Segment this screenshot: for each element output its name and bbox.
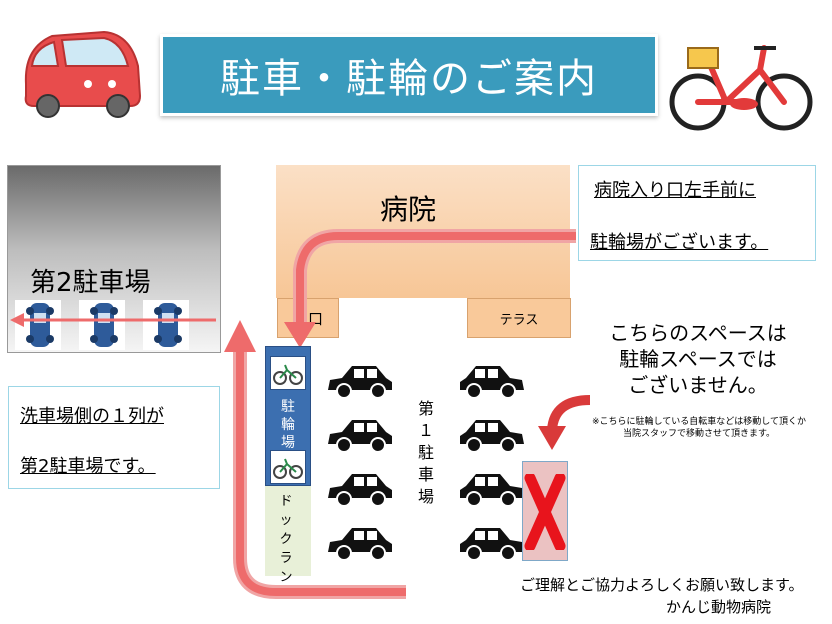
dog-run-label: ドックラン (279, 494, 293, 585)
parking-lot-2-label: 第2駐車場 (30, 268, 151, 298)
note-line: 駐輪場がございます。 (590, 232, 769, 253)
car-side-icon (328, 528, 392, 561)
hospital-label: 病院 (380, 193, 437, 226)
parking-lot-1-label: 第１駐車場 (417, 399, 434, 506)
bicycle-small-icon (270, 450, 306, 484)
dog-run-area (265, 486, 311, 576)
warning-line: 駐輪スペースでは (619, 347, 777, 371)
arrow-curved-icon (284, 229, 576, 348)
clinic-name: かんじ動物病院 (666, 598, 772, 616)
car-side-icon (328, 420, 392, 453)
warning-line: ございません。 (628, 373, 768, 397)
bike-parking-label: 駐輪場 (281, 399, 295, 451)
cross-icon (524, 474, 566, 550)
arrow-up-icon (224, 320, 406, 599)
lot2-note (8, 386, 220, 489)
note-line: 病院入り口左手前に (594, 180, 756, 201)
car-topview-icon (26, 303, 54, 347)
warning-line: こちらのスペースは (609, 321, 787, 345)
bicycle-icon (669, 45, 813, 131)
car-side-icon (460, 420, 524, 453)
car-side-icon (328, 474, 392, 507)
bike-parking-note (578, 165, 816, 261)
car-topview-icon (90, 303, 118, 347)
car-topview-icon (154, 303, 182, 347)
car-icon (24, 30, 142, 118)
note-line: 洗車場側の１列が (20, 406, 164, 427)
warning-note-line: 当院スタッフで移動させて頂きます。 (622, 429, 776, 439)
page-title: 駐車・駐輪のご案内 (160, 34, 658, 116)
car-side-icon (460, 474, 524, 507)
bicycle-small-icon (270, 356, 306, 390)
car-side-icon (460, 366, 524, 399)
car-side-icon (460, 528, 524, 561)
note-line: 第2駐車場です。 (20, 456, 156, 477)
warning-note: ※こちらに駐輪している自転車などは移動して頂くか 当院スタッフで移動させて頂きま… (568, 416, 830, 440)
arrow-curved-down-icon (538, 395, 591, 450)
arrow-left-icon (10, 313, 216, 327)
warning-note-line: ※こちらに駐輪している自転車などは移動して頂くか (591, 417, 806, 427)
car-side-icon (328, 366, 392, 399)
closing-message: ご理解とご協力よろしくお願い致します。 (520, 576, 804, 594)
warning-text: こちらのスペースは 駐輪スペースでは ございません。 (580, 320, 816, 398)
terrace: テラス (467, 298, 571, 338)
